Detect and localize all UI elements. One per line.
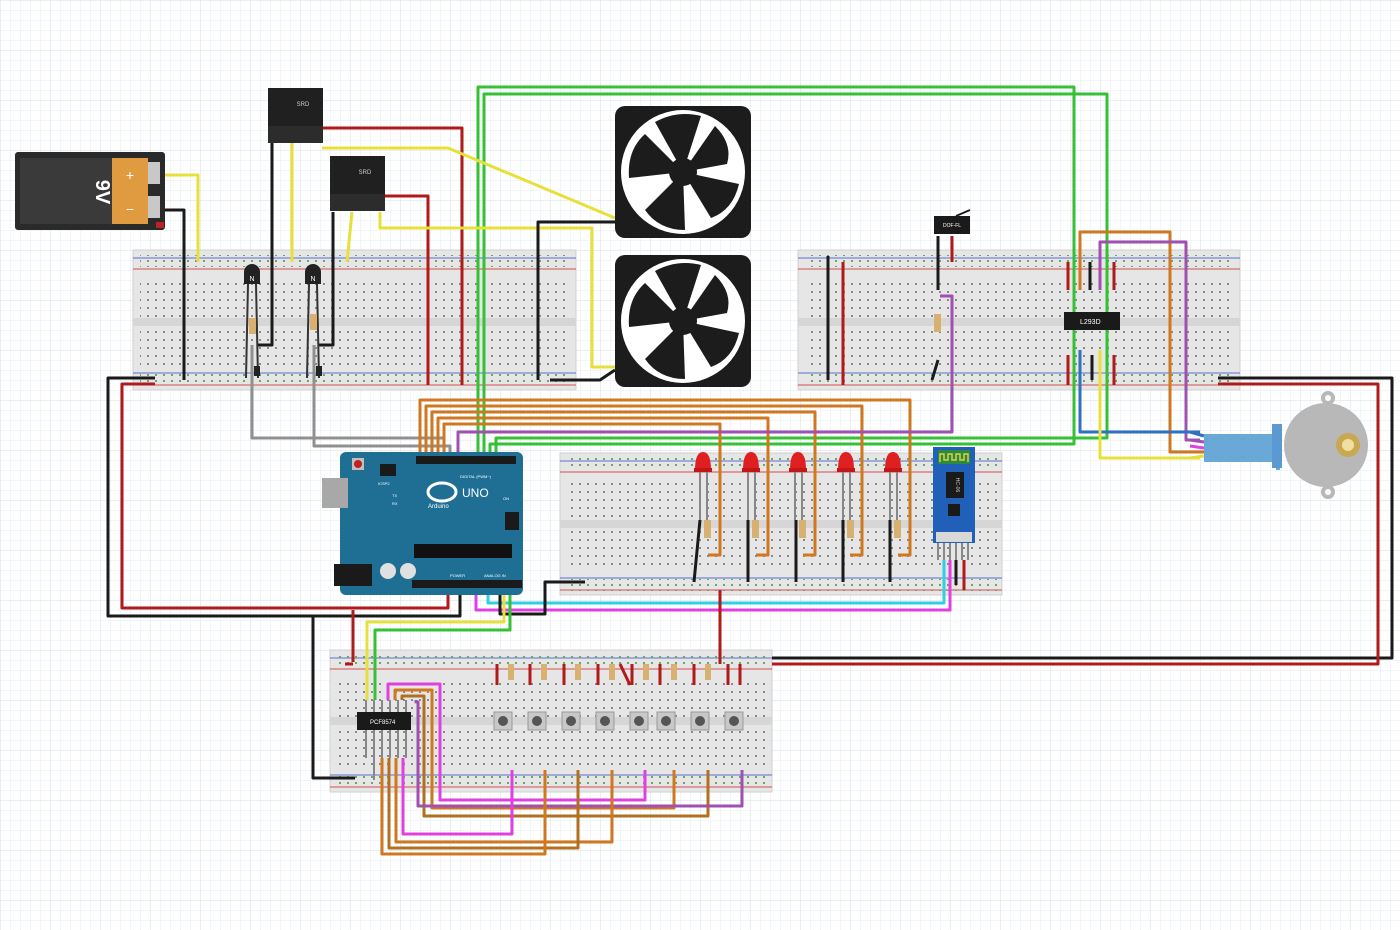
arduino-on-label: ON [503, 496, 509, 501]
wire-yellow-motor[interactable] [1098, 350, 1200, 460]
wire-cyan-bt[interactable] [486, 560, 946, 605]
wire-orange-4[interactable] [436, 416, 770, 557]
wire-orange-3[interactable] [430, 410, 817, 557]
wire-brown-btn2[interactable] [387, 758, 580, 850]
wire-orange-5[interactable] [442, 422, 722, 557]
breadboard-top-left [132, 249, 577, 391]
wire-orange-motor[interactable] [1078, 230, 1200, 454]
arduino-tx-label: TX [392, 493, 397, 498]
bluetooth-module[interactable]: HC-06 [933, 447, 975, 590]
wire-black-relay2[interactable] [318, 212, 335, 347]
relay-1[interactable]: SRD [268, 88, 323, 143]
push-button-3[interactable] [561, 711, 581, 731]
wire-yellow-scl[interactable] [365, 590, 506, 700]
arduino-uno[interactable]: UNO Arduino DIGITAL (PWM~) POWER ANALOG … [322, 452, 523, 595]
wire-orange-btn2[interactable] [394, 758, 614, 844]
wire-orange-1[interactable] [418, 398, 912, 557]
led-3[interactable] [789, 452, 807, 538]
arduino-digital-header: DIGITAL (PWM~) [460, 474, 492, 479]
wire-black-fan[interactable] [536, 220, 615, 380]
arduino-analog-header: ANALOG IN [484, 573, 506, 578]
wire-green-2[interactable] [482, 92, 1109, 458]
jumper-black-res[interactable] [930, 359, 940, 381]
wire-red-outer[interactable] [120, 382, 450, 610]
wire-red-relay2[interactable] [383, 194, 430, 385]
wire-magenta-btn[interactable] [386, 682, 647, 802]
push-button-7[interactable] [690, 711, 710, 731]
led-1[interactable] [694, 452, 712, 538]
push-button-6[interactable] [656, 711, 676, 731]
fan-2[interactable] [615, 255, 751, 387]
arduino-model: UNO [462, 486, 489, 500]
transistor-2-mark: N [310, 276, 315, 283]
wire-black-right[interactable] [772, 376, 1394, 660]
led-4[interactable] [837, 452, 855, 538]
wires [106, 85, 1394, 856]
led-5[interactable] [884, 452, 902, 538]
wire-orange-btn3[interactable] [380, 758, 547, 856]
battery-minus-label: − [126, 201, 134, 217]
arduino-icsp-label: ICSP2 [378, 481, 390, 486]
wire-yellow-fan2[interactable] [378, 212, 615, 369]
arduino-rx-label: RX [392, 501, 398, 506]
battery-9v[interactable]: 9V + − [15, 152, 165, 230]
wire-yellow-relay-fan[interactable] [322, 146, 616, 220]
battery-voltage-label: 9V [91, 180, 113, 205]
l293d-chip[interactable]: L293D [1064, 312, 1120, 330]
relay-2-label: SRD [359, 170, 372, 176]
wire-green-1[interactable] [476, 85, 1076, 458]
wire-black-fan2[interactable] [550, 368, 616, 382]
bluetooth-label: HC-06 [954, 478, 960, 493]
push-button-1[interactable] [493, 711, 513, 731]
wire-yellow-battery[interactable] [160, 173, 200, 262]
microswitch-label: DOF-FL [943, 223, 961, 229]
l293d-label: L293D [1080, 319, 1101, 326]
button-resistors [508, 664, 711, 680]
pcf8574-chip[interactable]: PCF8574 [357, 700, 411, 780]
wire-black-outer[interactable] [106, 376, 462, 618]
wire-red-right[interactable] [772, 382, 1380, 666]
wire-magenta-bt[interactable] [474, 560, 952, 612]
led-2[interactable] [742, 452, 760, 538]
resistor-switch [934, 314, 941, 332]
pcf8574-label: PCF8574 [370, 720, 396, 726]
breadboard-middle [559, 452, 1003, 596]
battery-plus-label: + [126, 167, 134, 183]
push-button-5[interactable] [629, 711, 649, 731]
arduino-power-header: POWER [450, 573, 465, 578]
led-ground-jumpers [692, 519, 892, 583]
wire-brown-btn[interactable] [400, 694, 710, 818]
push-button-4[interactable] [595, 711, 615, 731]
wire-magenta-btn2[interactable] [401, 758, 514, 836]
transistor-1-mark: N [249, 276, 254, 283]
transistor-1[interactable]: N [244, 264, 260, 379]
wire-yellow-relay2[interactable] [345, 211, 354, 263]
push-buttons [493, 711, 744, 731]
wire-black-battery[interactable] [160, 208, 186, 380]
wire-purple-btn[interactable] [414, 700, 744, 808]
wire-purple-switch[interactable] [456, 294, 954, 458]
wire-black-bottom[interactable] [311, 616, 355, 780]
wire-orange-btn-a[interactable] [393, 688, 676, 810]
l293d-jumpers [1066, 262, 1116, 385]
breadboard-top-right [797, 249, 1241, 391]
wire-orange-2[interactable] [424, 404, 864, 557]
microswitch[interactable]: DOF-FL [934, 209, 971, 234]
stepper-motor[interactable] [1189, 391, 1368, 499]
relay-1-label: SRD [297, 102, 310, 108]
wire-black-mid[interactable] [498, 580, 585, 616]
fan-1[interactable] [615, 106, 751, 238]
button-jumpers [345, 662, 742, 686]
leds [694, 452, 902, 538]
relay-2[interactable]: SRD [330, 156, 385, 211]
push-button-2[interactable] [527, 711, 547, 731]
wire-blue-motor[interactable] [1078, 350, 1200, 434]
arduino-brand: Arduino [428, 504, 449, 510]
wire-black-relay1[interactable] [258, 140, 274, 347]
wire-green-sda[interactable] [373, 590, 512, 700]
push-button-8[interactable] [724, 711, 744, 731]
wire-red-relay1[interactable] [322, 126, 464, 385]
transistor-2[interactable]: N [305, 264, 322, 379]
